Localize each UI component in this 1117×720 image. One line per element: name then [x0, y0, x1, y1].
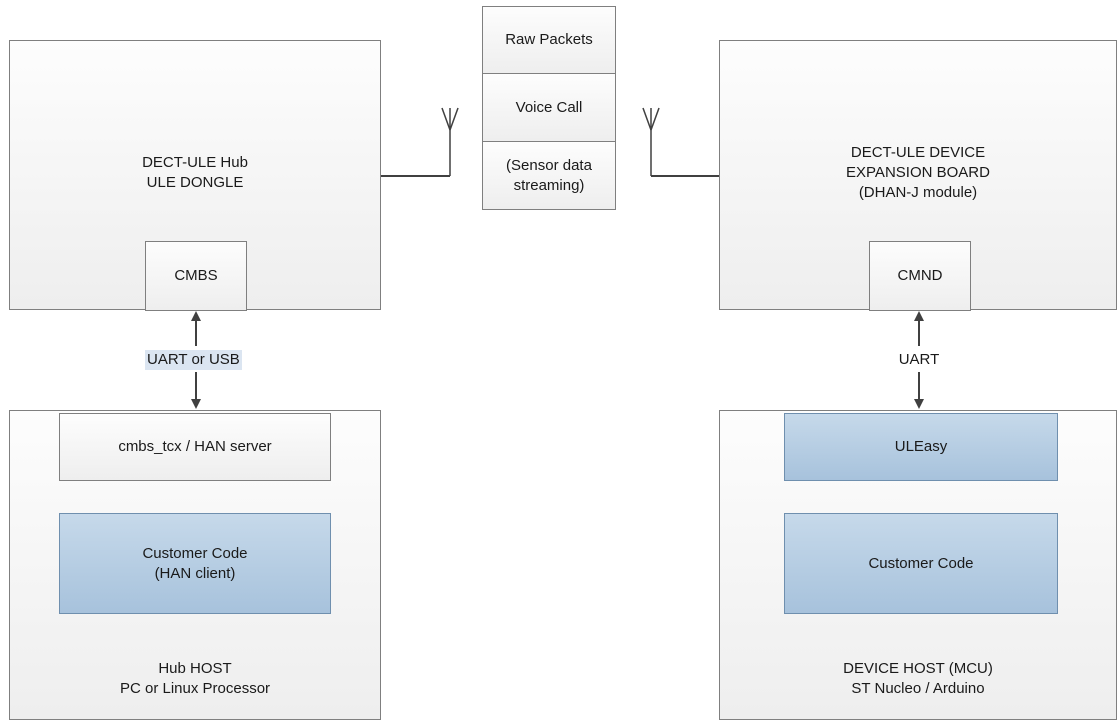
- sensor-streaming-box: (Sensor data streaming): [482, 141, 616, 210]
- han-server-box: cmbs_tcx / HAN server: [59, 413, 331, 481]
- hub-antenna-icon: [380, 107, 459, 177]
- han-server-label: cmbs_tcx / HAN server: [118, 438, 272, 455]
- device-title-line1: DECT-ULE DEVICE: [850, 144, 986, 161]
- hub-title-line2: ULE DONGLE: [146, 174, 244, 191]
- device-title-line3: (DHAN-J module): [858, 184, 978, 201]
- raw-packets-box: Raw Packets: [482, 6, 616, 74]
- hub-link-label: UART or USB: [145, 350, 242, 370]
- cmnd-box: CMND: [869, 241, 971, 311]
- sensor-line1: (Sensor data: [506, 156, 592, 174]
- hub-host-title-line1: Hub HOST: [158, 660, 232, 677]
- hub-host-title: Hub HOST PC or Linux Processor: [10, 659, 380, 699]
- raw-packets-label: Raw Packets: [505, 31, 593, 48]
- hub-dongle-title: DECT-ULE Hub ULE DONGLE: [10, 153, 380, 193]
- device-antenna-icon: [642, 107, 720, 177]
- device-host-title-line1: DEVICE HOST (MCU): [843, 660, 993, 677]
- device-customer-code-box: Customer Code: [784, 513, 1058, 614]
- uleasy-box: ULEasy: [784, 413, 1058, 481]
- uleasy-label: ULEasy: [894, 438, 948, 455]
- voice-call-label: Voice Call: [515, 98, 583, 116]
- device-link-label: UART: [898, 351, 940, 368]
- voice-call-box: Voice Call: [482, 73, 616, 142]
- device-board-title: DECT-ULE DEVICE EXPANSION BOARD (DHAN-J …: [720, 143, 1116, 203]
- cmbs-label: CMBS: [174, 267, 218, 284]
- cmnd-label: CMND: [897, 267, 943, 284]
- hub-host-title-line2: PC or Linux Processor: [119, 680, 271, 697]
- hub-title-line1: DECT-ULE Hub: [142, 154, 248, 171]
- hub-customer-line1: Customer Code: [142, 544, 248, 562]
- hub-customer-code-box: Customer Code (HAN client): [59, 513, 331, 614]
- hub-customer-line2: (HAN client): [154, 564, 236, 582]
- device-title-line2: EXPANSION BOARD: [846, 164, 990, 181]
- device-host-title: DEVICE HOST (MCU) ST Nucleo / Arduino: [720, 659, 1116, 699]
- device-customer-label: Customer Code: [868, 554, 974, 572]
- cmbs-box: CMBS: [145, 241, 247, 311]
- device-host-title-line2: ST Nucleo / Arduino: [851, 680, 985, 697]
- sensor-line2: streaming): [513, 176, 585, 194]
